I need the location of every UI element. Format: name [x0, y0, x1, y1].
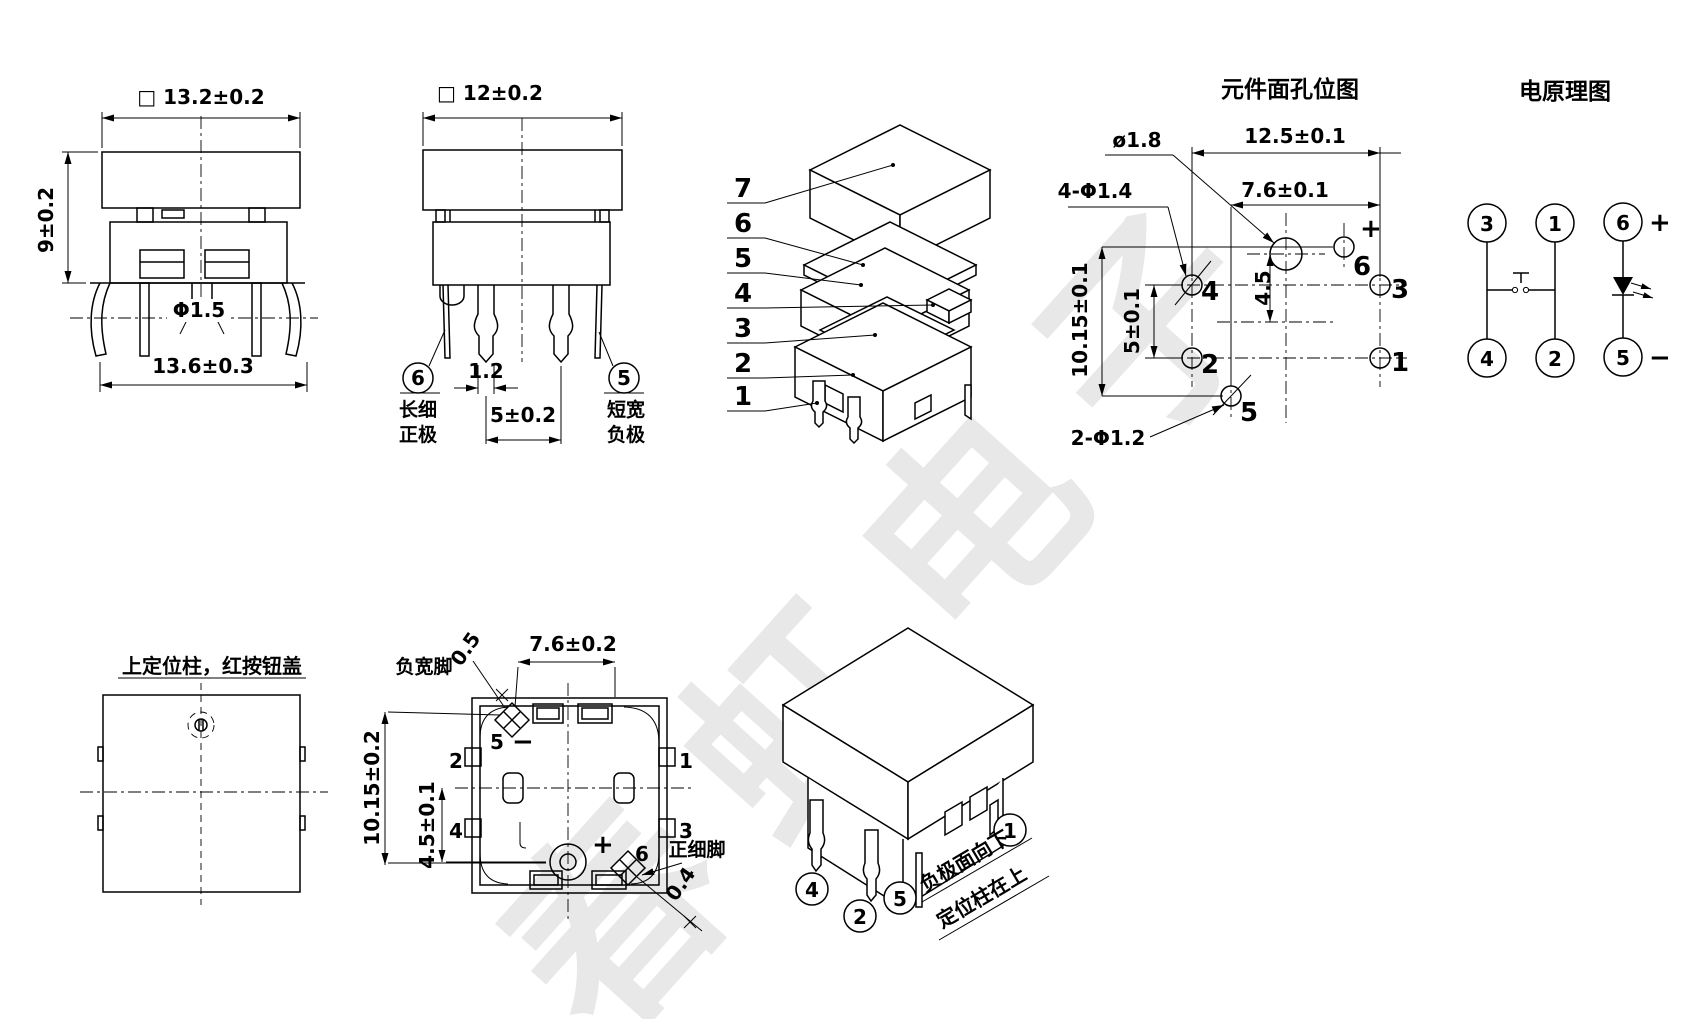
assembled-pin-5-label: 5: [893, 887, 907, 911]
exploded-view-drawing: 7 6 5 4 3 2 1: [727, 124, 992, 445]
bottom-dimension-lines: [381, 658, 703, 932]
part-6-label: 6: [734, 209, 752, 239]
hole-dimension-lines: [1068, 147, 1401, 438]
pos-thin-pin-label: 正细脚: [668, 838, 725, 861]
hole-3-label: 3: [1391, 275, 1409, 305]
exploded-parts-geometry: [793, 124, 992, 445]
pin-5-terminal: 5: [1616, 346, 1630, 370]
anode-plus-mark: +: [1649, 208, 1671, 238]
part-3-label: 3: [734, 314, 752, 344]
part-4-label: 4: [734, 279, 752, 309]
hole-position-diagram: 元件面孔位图 ø1.8 12.5±0.1 4-Φ1.4 7.6±0.1 10.1…: [1058, 76, 1409, 450]
side-dimension-lines: [400, 112, 644, 444]
exploded-leader-lines: [727, 163, 935, 412]
top-view-geometry: [97, 677, 306, 893]
front-base-width-dim: 13.6±0.3: [152, 354, 254, 378]
pad-4-label: 4: [449, 819, 463, 843]
center-hole-dia: ø1.8: [1112, 128, 1161, 152]
four-holes-dia: 4-Φ1.4: [1058, 179, 1133, 203]
pin-1-terminal: 1: [1548, 212, 1562, 236]
pad-6-label: 6: [635, 842, 649, 866]
side-width-dim: □ 12±0.2: [437, 81, 543, 105]
hole-6-label: 6: [1353, 252, 1371, 282]
assembled-pin-1-label: 1: [1003, 819, 1017, 843]
hole-2-label: 2: [1201, 350, 1219, 380]
front-body-geometry: [90, 151, 305, 357]
assembled-geometry: [781, 627, 1035, 910]
hole-diagram-title: 元件面孔位图: [1221, 76, 1359, 103]
side-view-drawing: □ 12±0.2 1.2 5±0.2 6 长细 正极 5 短宽 负极: [399, 81, 646, 446]
pad-6-plus: +: [592, 830, 614, 860]
pad-3-label: 3: [679, 819, 693, 843]
side-pin5-desc1: 短宽: [607, 398, 645, 421]
assembled-pin-2-label: 2: [853, 905, 867, 929]
pin-4-terminal: 4: [1480, 347, 1494, 371]
side-pin6-number: 6: [411, 366, 425, 390]
side-pin-width-dim: 1.2: [468, 359, 503, 383]
label-backing: [167, 299, 231, 322]
top-view-centerlines: [80, 683, 328, 905]
y-offset-dim: 4.5: [1251, 270, 1275, 305]
top-view-title: 上定位柱，红按钮盖: [122, 654, 302, 678]
plus-mark: +: [1360, 214, 1382, 244]
front-pin-dia-dim: Φ1.5: [173, 298, 225, 322]
pad-2-label: 2: [449, 749, 463, 773]
electrical-schematic: 电原理图 3 1 6 4 2 5 + −: [1467, 79, 1671, 378]
pin-2-terminal: 2: [1548, 347, 1562, 371]
assembled-3d-view: 4 2 5 1 负极面向下 定位柱在上: [781, 627, 1050, 941]
side-pin6-desc1: 长细: [399, 398, 437, 421]
pin-3-terminal: 3: [1480, 212, 1494, 236]
assembled-note-lines: [795, 813, 1050, 941]
x-pitch-dim: 7.6±0.1: [1241, 178, 1329, 202]
bottom-centerlines: [455, 683, 693, 920]
part-5-label: 5: [734, 244, 752, 274]
bottom-y-dim: 4.5±0.1: [415, 781, 439, 869]
cathode-minus-mark: −: [1649, 343, 1671, 373]
part-1-label: 1: [734, 382, 752, 412]
overall-height-dim: 10.15±0.1: [1068, 262, 1092, 377]
overall-width-dim: 12.5±0.1: [1244, 124, 1346, 148]
pin-6-terminal: 6: [1616, 211, 1630, 235]
bottom-body-geometry: [464, 697, 676, 894]
side-pin5-desc2: 负极: [607, 423, 646, 446]
front-height-dim: 9±0.2: [34, 187, 58, 253]
hole-4-label: 4: [1201, 277, 1219, 307]
assembled-pin-4-label: 4: [805, 878, 819, 902]
bottom-view-drawing: 7.6±0.2 负宽脚 0.5 10.15±0.2 4.5±0.1 5 − 2 …: [360, 627, 726, 932]
part-7-label: 7: [734, 174, 752, 204]
bottom-height-dim: 10.15±0.2: [360, 730, 384, 845]
hole-1-label: 1: [1391, 348, 1409, 378]
side-body-geometry: [422, 149, 623, 364]
side-pin-pitch-dim: 5±0.2: [490, 403, 556, 427]
two-holes-dia: 2-Φ1.2: [1071, 426, 1146, 450]
top-view-drawing: 上定位柱，红按钮盖: [80, 654, 328, 905]
part-2-label: 2: [734, 349, 752, 379]
pad-5-minus: −: [512, 727, 534, 757]
front-view-drawing: □ 13.2±0.2 9±0.2 Φ1.5 13.6±0.3: [34, 85, 318, 392]
schematic-wires: [1467, 202, 1654, 378]
front-dimension-lines: [62, 112, 318, 392]
neg-wide-pin-label: 负宽脚: [395, 655, 452, 678]
side-pin6-desc2: 正极: [399, 423, 438, 446]
schematic-title: 电原理图: [1519, 79, 1611, 105]
hole-5-label: 5: [1240, 398, 1258, 428]
pad-1-label: 1: [679, 749, 693, 773]
pad-5-label: 5: [490, 730, 504, 754]
bottom-x-dim: 7.6±0.2: [529, 632, 617, 656]
hole-centerlines: [1163, 213, 1407, 423]
front-width-dim: □ 13.2±0.2: [137, 85, 264, 109]
side-pin5-number: 5: [617, 366, 631, 390]
y-pitch-dim: 5±0.1: [1120, 288, 1144, 354]
